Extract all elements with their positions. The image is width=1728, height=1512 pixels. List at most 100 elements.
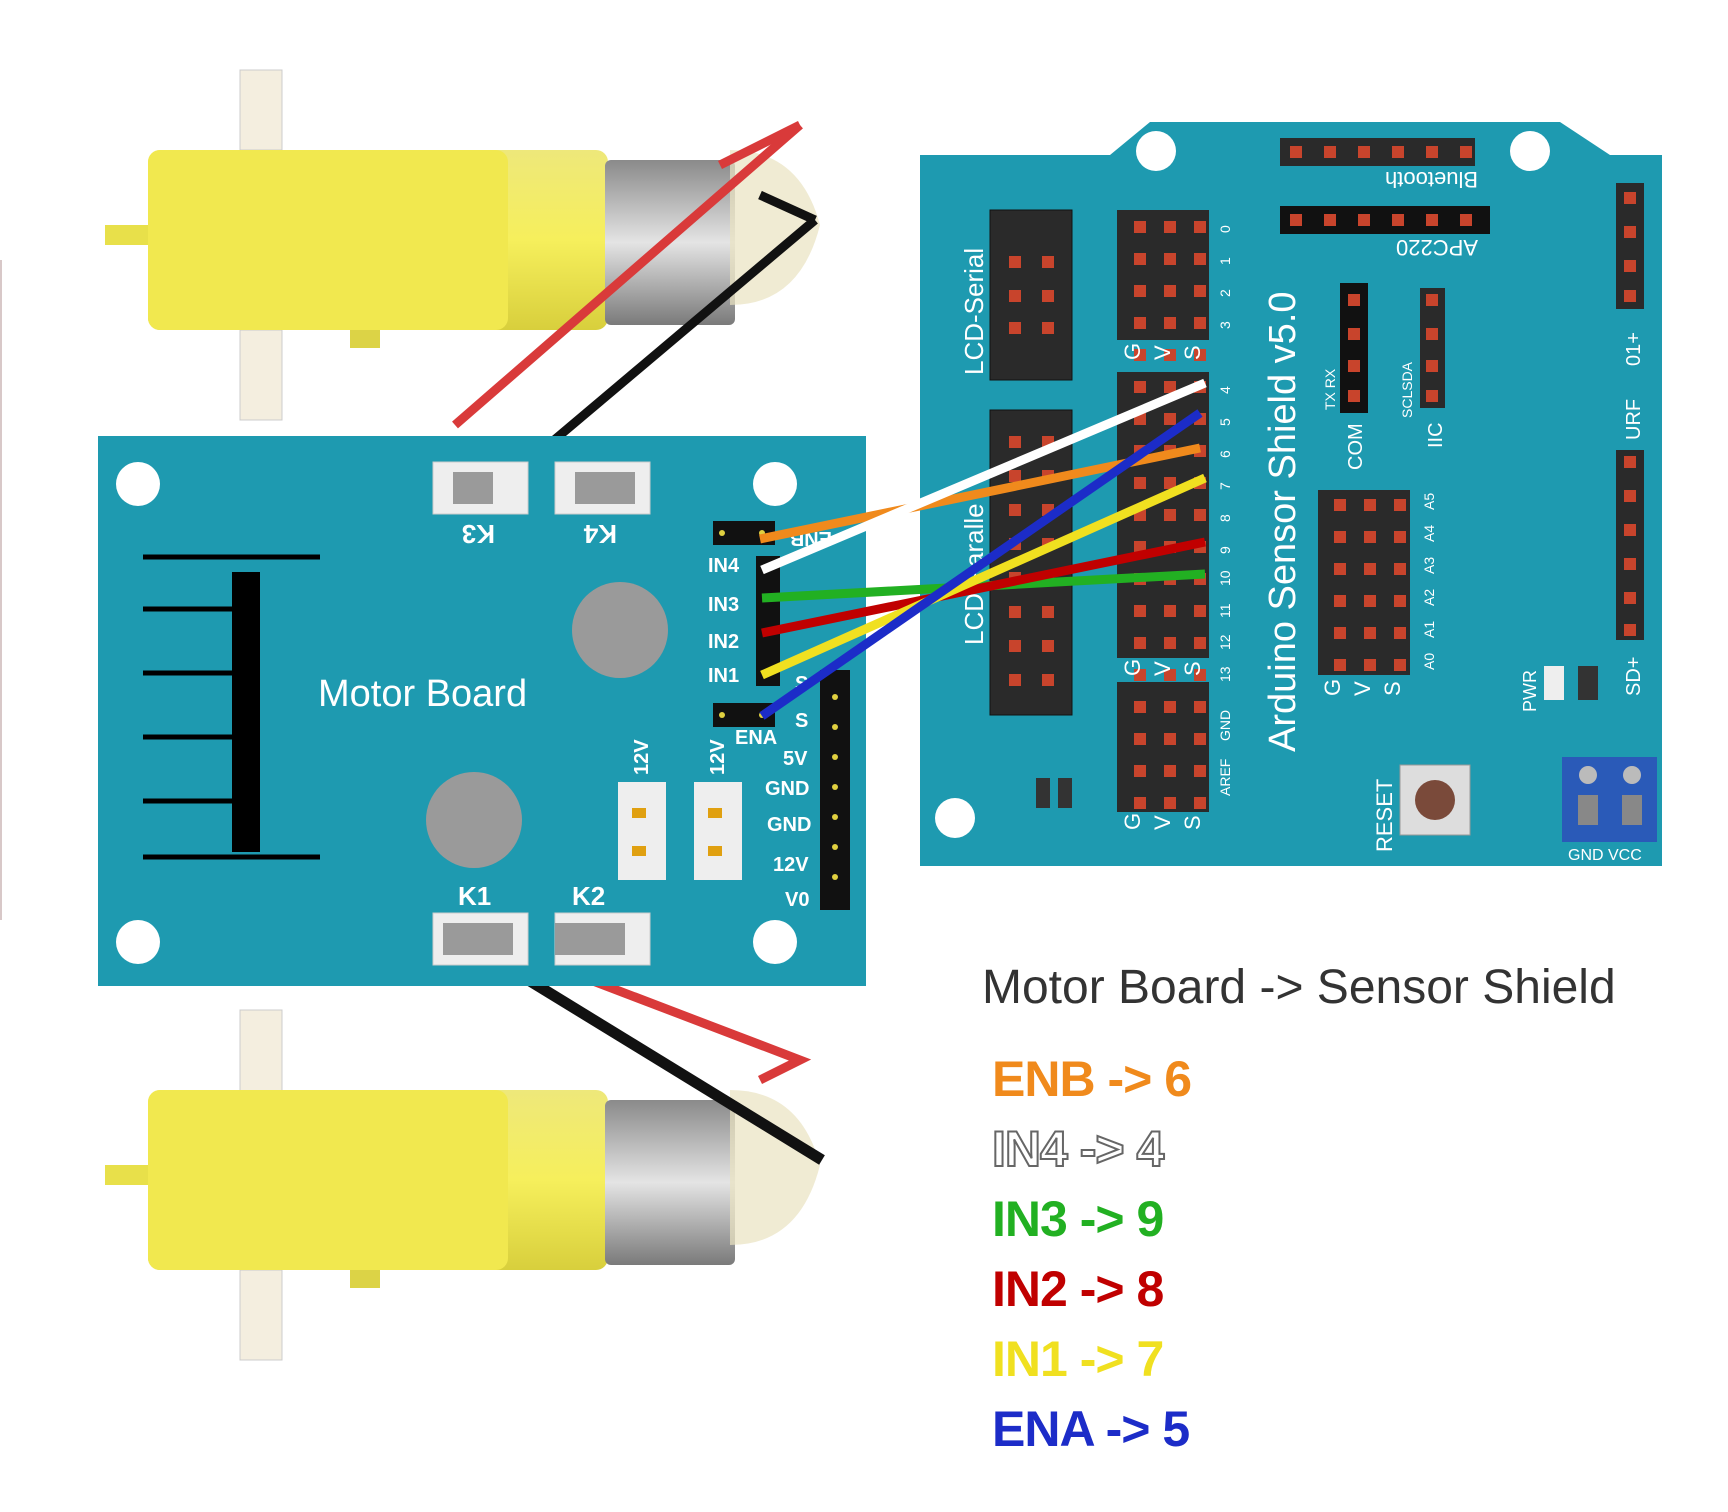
header-pin	[1164, 317, 1176, 329]
header-pin	[1334, 627, 1346, 639]
gvs-g2: G	[1120, 659, 1145, 676]
header-pin	[1164, 477, 1176, 489]
pin-number-label: 7	[1217, 482, 1233, 490]
header-pin	[1194, 221, 1206, 233]
header-pin	[1009, 322, 1021, 334]
header-pin	[1134, 221, 1146, 233]
header-pin	[1624, 226, 1636, 238]
header-pin	[1624, 558, 1636, 570]
header-pin	[1042, 256, 1054, 268]
shield-title: Arduino Sensor Shield v5.0	[1262, 291, 1304, 752]
header-pin	[1164, 765, 1176, 777]
header-pin	[1164, 733, 1176, 745]
header-pin	[1134, 317, 1146, 329]
header-pin	[1134, 669, 1146, 681]
sensor-shield	[920, 122, 1662, 866]
pin-number-label: 5	[1217, 418, 1233, 426]
bluetooth-label: Bluetooth	[1385, 167, 1478, 192]
pin-number-label: 12	[1217, 634, 1233, 650]
header-pin	[1426, 390, 1438, 402]
header-pin	[1394, 563, 1406, 575]
k1-label: K1	[458, 881, 491, 911]
apc220-label: APC220	[1396, 235, 1478, 260]
header-pin	[1134, 605, 1146, 617]
gvs-v2: V	[1150, 661, 1175, 676]
wire-in4	[760, 378, 1207, 575]
header-pin	[1324, 214, 1336, 226]
header-pin	[1426, 328, 1438, 340]
header-pin	[1134, 477, 1146, 489]
gvs-v1: V	[1150, 345, 1175, 360]
pin-number-label: 11	[1217, 603, 1233, 618]
header-pin	[1164, 253, 1176, 265]
header-pin	[1194, 605, 1206, 617]
header-pin	[1426, 294, 1438, 306]
header-pin	[1164, 701, 1176, 713]
header-pin	[1364, 531, 1376, 543]
edge-line	[0, 260, 2, 920]
header-pin	[1194, 637, 1206, 649]
gvs-v3: V	[1150, 815, 1175, 830]
header-pin	[1134, 349, 1146, 361]
header-pin	[1624, 456, 1636, 468]
header-pin	[1164, 349, 1176, 361]
header-pin	[1334, 531, 1346, 543]
header-pin	[1164, 605, 1176, 617]
header-pin	[1009, 674, 1021, 686]
header-pin	[1042, 640, 1054, 652]
gvs-s2: S	[1180, 661, 1205, 676]
header-pin	[1624, 260, 1636, 272]
header-pin	[1194, 765, 1206, 777]
header-pin	[1334, 563, 1346, 575]
header-v0-label: V0	[785, 889, 809, 911]
header-pin	[1164, 669, 1176, 681]
pin-number-label: AREF	[1217, 759, 1233, 796]
header-pin	[1134, 285, 1146, 297]
header-pin	[1194, 317, 1206, 329]
header-pin	[1392, 146, 1404, 158]
header-pin	[1194, 285, 1206, 297]
header-5v-label: 5V	[783, 748, 808, 770]
header-pin	[1009, 606, 1021, 618]
header-pin	[1364, 627, 1376, 639]
gvs-v4: V	[1350, 681, 1375, 696]
header-pin	[1042, 290, 1054, 302]
shield-pins	[1009, 146, 1636, 809]
gvs-s4: S	[1380, 681, 1405, 696]
header-pin	[1460, 214, 1472, 226]
analog-label: A5	[1421, 493, 1437, 510]
header-pin	[1624, 592, 1636, 604]
header-pin	[1624, 192, 1636, 204]
header-pin	[1364, 595, 1376, 607]
header-pin	[1426, 146, 1438, 158]
k2-label: K2	[572, 881, 605, 911]
lcd-serial-label: LCD-Serial	[959, 248, 989, 375]
in2-label: IN2	[708, 631, 739, 653]
header-pin	[1164, 285, 1176, 297]
gvs-g4: G	[1320, 679, 1345, 696]
header-pin	[1624, 490, 1636, 502]
pin-number-label: 9	[1217, 546, 1233, 554]
header-pin	[1358, 146, 1370, 158]
urf-label: URF	[1623, 399, 1645, 440]
header-pin	[1426, 360, 1438, 372]
motor-board	[98, 436, 866, 986]
analog-label: A0	[1421, 653, 1437, 670]
pin-number-label: 6	[1217, 450, 1233, 458]
o1-label: 01+	[1623, 332, 1645, 366]
in3-label: IN3	[708, 594, 739, 616]
header-pin	[1290, 146, 1302, 158]
pin-number-label: 0	[1217, 225, 1233, 233]
header-pin	[1364, 563, 1376, 575]
txrx-label: TX RX	[1322, 368, 1338, 410]
header-pin	[1394, 627, 1406, 639]
header-pin	[1460, 146, 1472, 158]
legend-row: IN3 -> 9	[992, 1191, 1164, 1247]
wire-in2	[761, 537, 1206, 638]
jumper2-label: 12V	[707, 739, 729, 775]
header-pin	[1334, 659, 1346, 671]
header-pin	[1426, 214, 1438, 226]
header-pin	[1364, 499, 1376, 511]
